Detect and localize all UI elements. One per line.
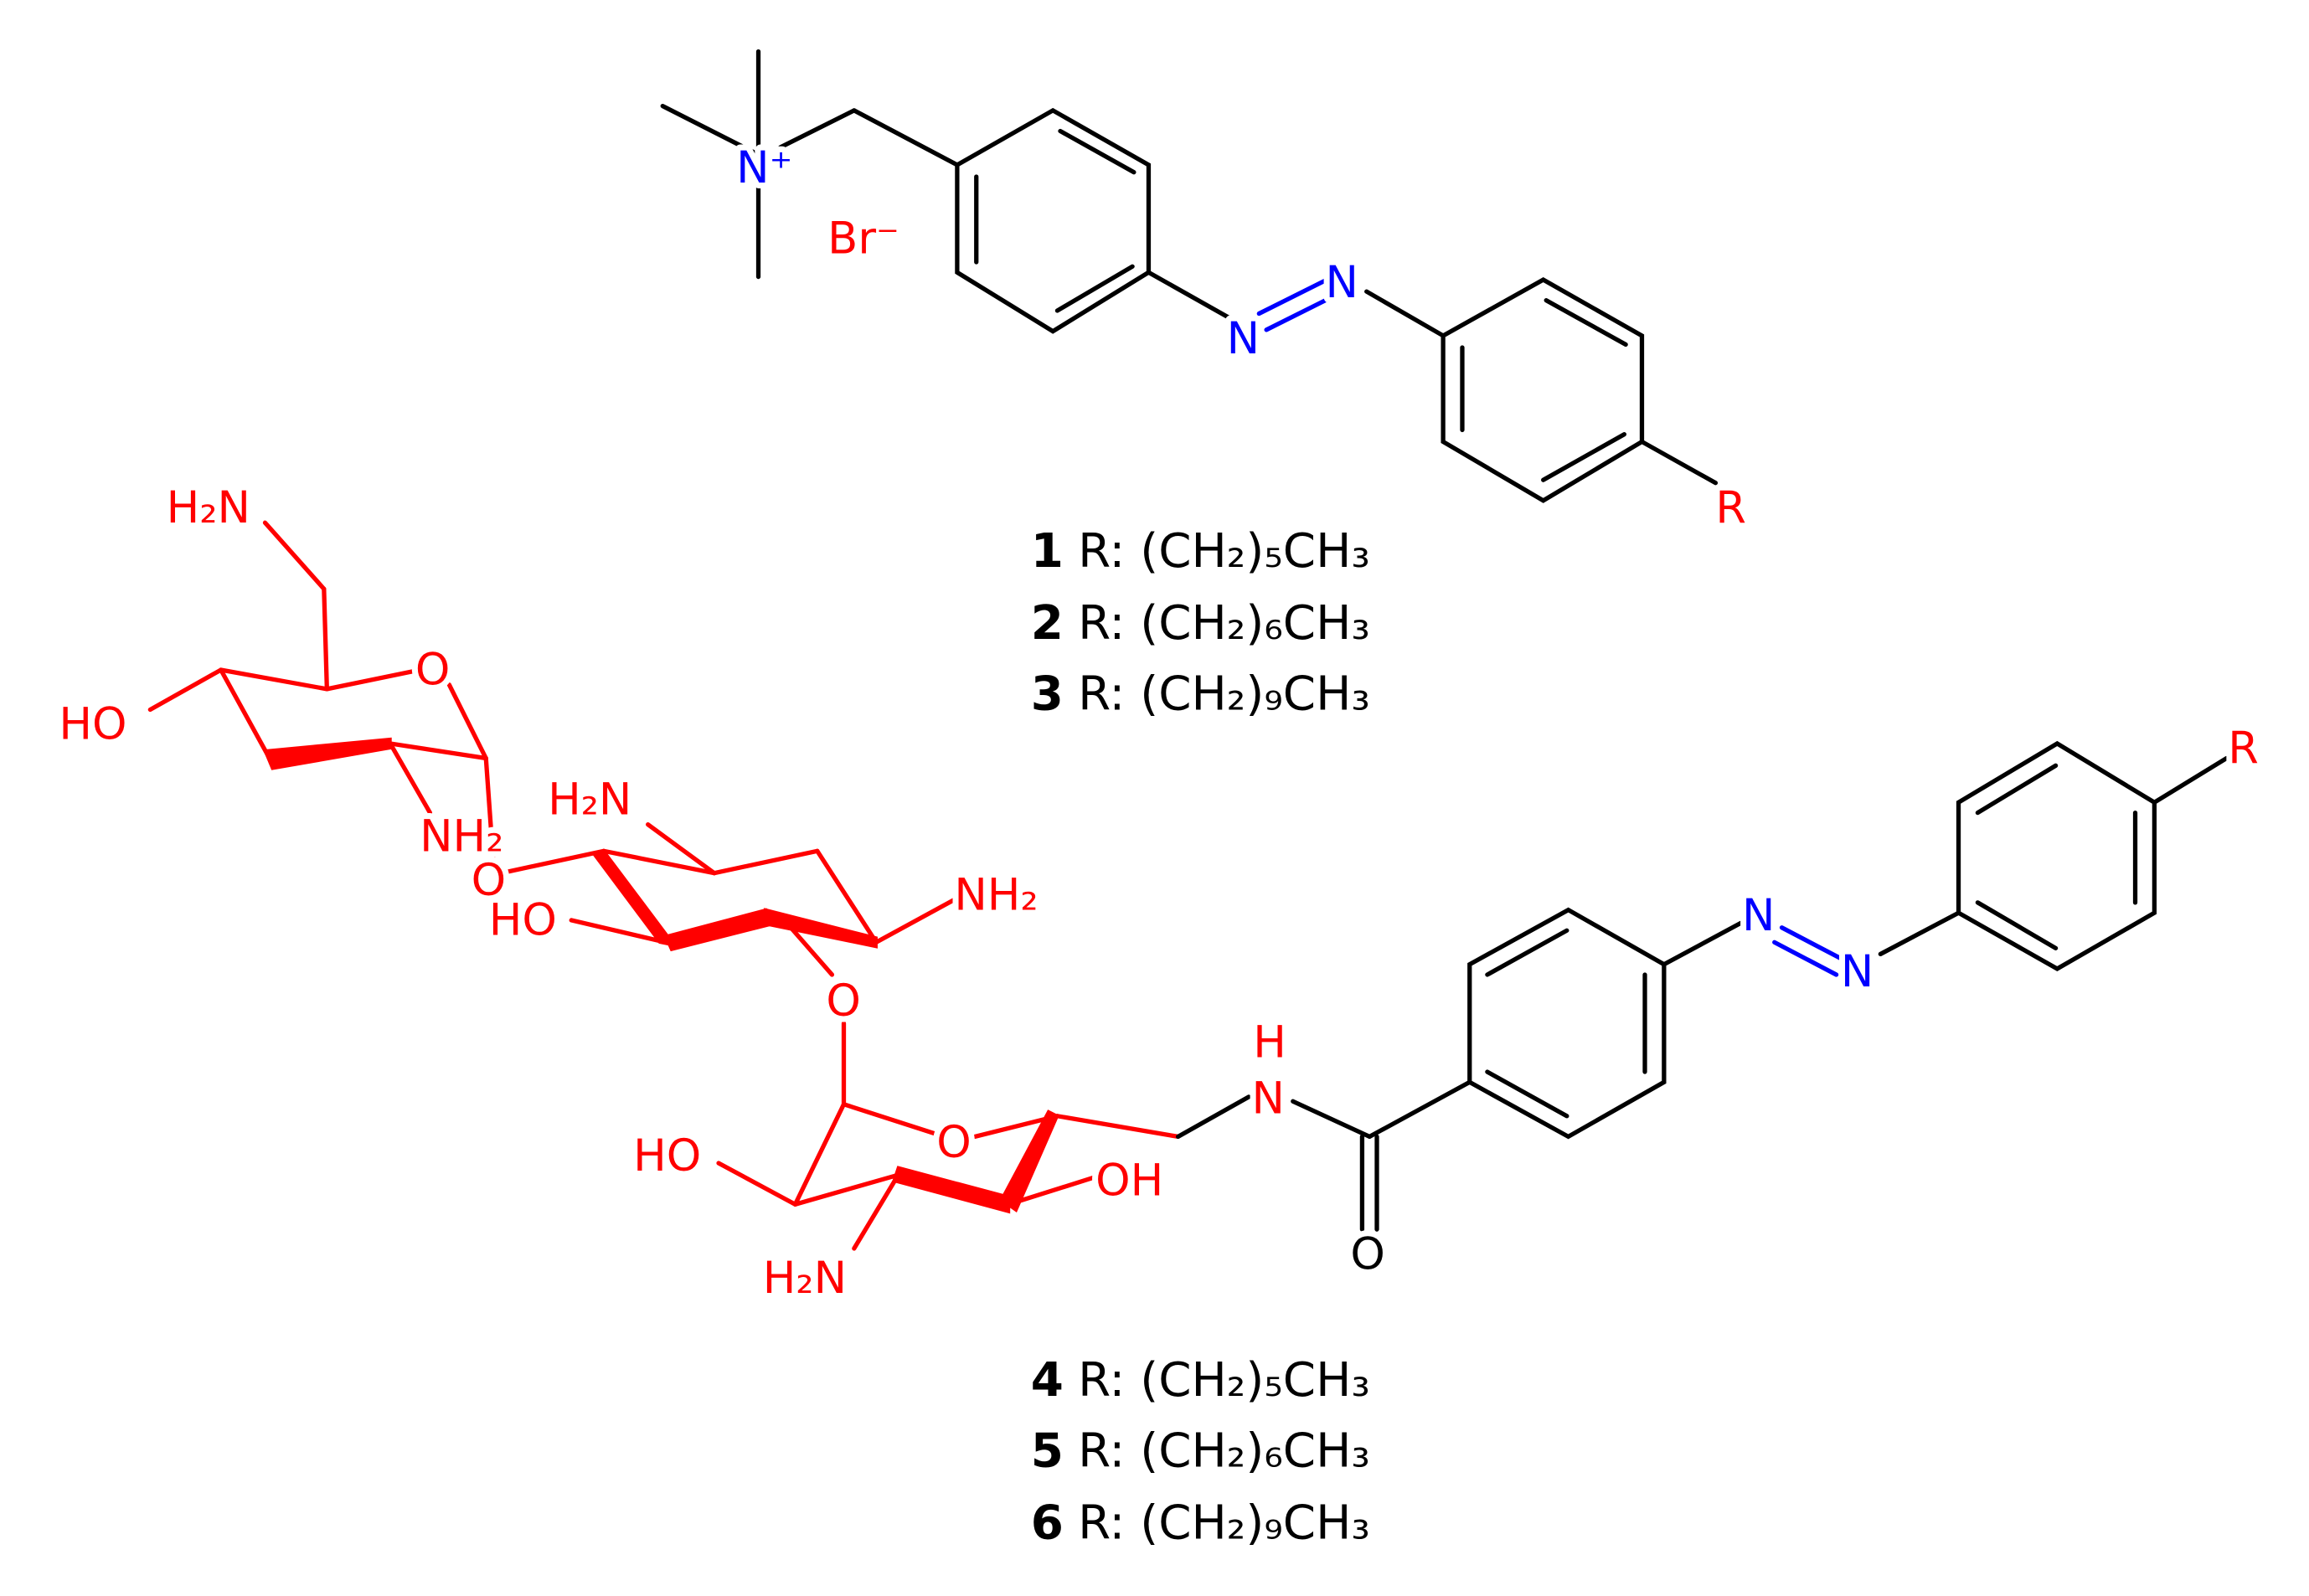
compound-number: 6 xyxy=(1031,1496,1064,1550)
compound-number: 5 xyxy=(1031,1424,1064,1478)
amine-label: H₂N xyxy=(763,1253,847,1304)
compound-labels-top: 1 R: (CH₂)₅CH₃ 2 R: (CH₂)₆CH₃ 3 R: (CH₂)… xyxy=(1031,524,1370,722)
compound-r-definition: R: (CH₂)₆CH₃ xyxy=(1078,596,1370,651)
compound-number: 2 xyxy=(1031,596,1064,651)
hydroxyl-label: HO xyxy=(489,895,557,946)
glycosidic-oxygen: O xyxy=(826,976,861,1027)
ring-oxygen: O xyxy=(936,1117,972,1168)
compound-number: 3 xyxy=(1031,667,1064,722)
azobenzene-amide-moiety: H N O N N R xyxy=(1175,717,2265,1286)
azo-nitrogen-2: N xyxy=(1325,257,1358,308)
azo-nitrogen-2: N xyxy=(1841,946,1873,997)
r-group-bottom: R xyxy=(2228,723,2259,774)
compound-r-definition: R: (CH₂)₉CH₃ xyxy=(1078,1496,1370,1550)
bromide-counterion: Br⁻ xyxy=(827,213,899,264)
carbonyl-oxygen: O xyxy=(1350,1229,1385,1280)
azo-nitrogen-1: N xyxy=(1227,313,1260,364)
r-group-top: R xyxy=(1715,482,1746,533)
amine-label: NH₂ xyxy=(420,811,503,862)
amide-hydrogen: H xyxy=(1253,1017,1286,1068)
ring-oxygen: O xyxy=(415,645,451,696)
compound-r-definition: R: (CH₂)₅CH₃ xyxy=(1078,524,1370,579)
compound-number: 4 xyxy=(1031,1353,1064,1408)
amine-label: NH₂ xyxy=(954,870,1038,921)
amine-label: H₂N xyxy=(548,774,631,825)
top-molecule: N⁺ Br⁻ N N R xyxy=(660,49,1752,539)
top-bonds xyxy=(660,49,1719,503)
hydroxyl-label: OH xyxy=(1095,1156,1163,1207)
azo-nitrogen-1: N xyxy=(1742,890,1775,941)
compound-number: 1 xyxy=(1031,524,1064,579)
amine-label: H₂N xyxy=(167,482,250,533)
hydroxyl-label: HO xyxy=(633,1130,701,1182)
ammonium-nitrogen: N⁺ xyxy=(736,142,792,193)
compound-r-definition: R: (CH₂)₉CH₃ xyxy=(1078,667,1370,722)
glycosidic-oxygen: O xyxy=(472,855,507,906)
amide-nitrogen: N xyxy=(1252,1073,1285,1124)
compound-labels-bottom: 4 R: (CH₂)₅CH₃ 5 R: (CH₂)₆CH₃ 6 R: (CH₂)… xyxy=(1031,1353,1370,1551)
compound-r-definition: R: (CH₂)₆CH₃ xyxy=(1078,1424,1370,1478)
aminoglycoside-moiety: H₂N O HO NH₂ O H₂N HO NH₂ O O HO H₂N OH xyxy=(53,476,1181,1310)
compound-r-definition: R: (CH₂)₅CH₃ xyxy=(1078,1353,1370,1408)
hydroxyl-label: HO xyxy=(59,699,126,750)
